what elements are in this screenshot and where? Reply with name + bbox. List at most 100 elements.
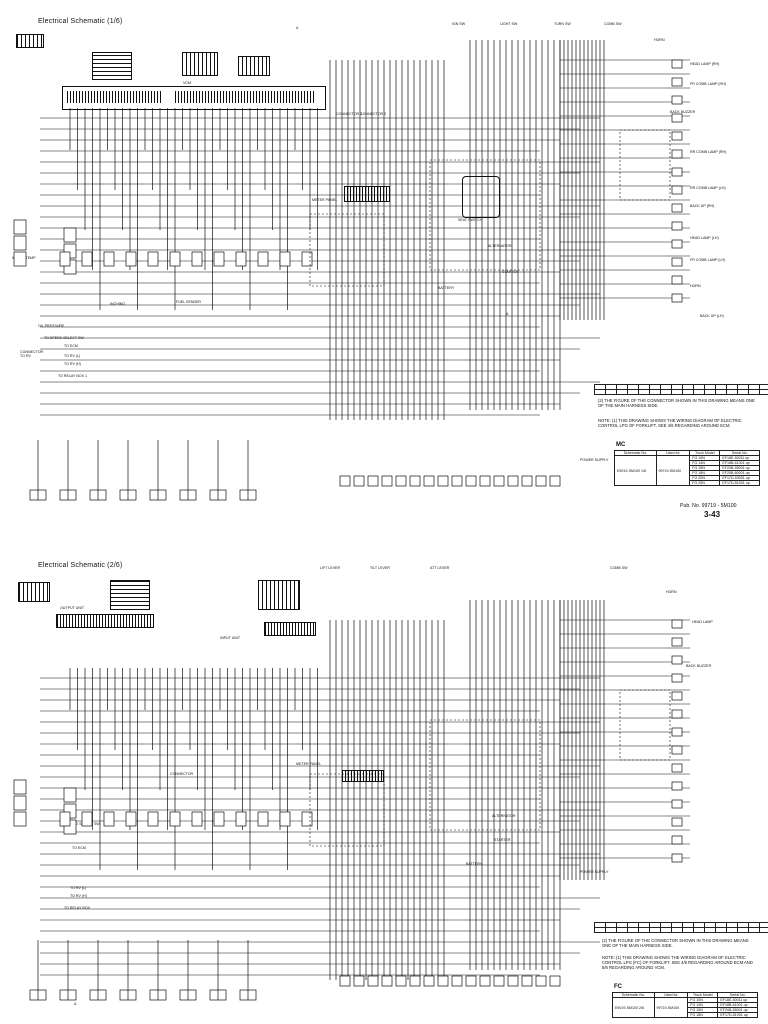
connector-symbol: [671, 691, 683, 701]
connector-1-label: CONNECTOR 1: [336, 112, 363, 116]
to-relay-box-label: TO RELAY BOX: [64, 906, 90, 910]
connector-symbol: [339, 475, 351, 487]
connector-symbol: [671, 203, 683, 213]
harness-boundary: [619, 689, 671, 761]
connector-symbol: [13, 219, 27, 235]
connector-symbol: [235, 251, 247, 267]
horn-label: HORN: [654, 38, 665, 42]
fr-comb-lh-label: FR COMB LAMP (LH): [690, 258, 726, 262]
lift-lever-label: LIFT LEVER: [320, 566, 341, 570]
connector-symbol: [301, 251, 313, 267]
harness-boundary: [429, 719, 541, 831]
cell-schematic-no: E9019-SM100 1/6: [614, 455, 657, 486]
wire-color-strip-2: [594, 922, 768, 933]
connector-symbol: [671, 221, 683, 231]
connector-symbol: [671, 619, 683, 629]
connector-symbol: [451, 975, 463, 987]
connector-symbol: [213, 811, 225, 827]
connector-symbol: [59, 811, 71, 827]
connector-symbol: [279, 811, 291, 827]
connector-symbol: [125, 251, 137, 267]
connector-symbol: [671, 293, 683, 303]
connector-symbol: [493, 975, 505, 987]
connector-symbol: [81, 811, 93, 827]
connector-symbol: [235, 811, 247, 827]
to-speed-select-label: TO SPEED SELECT SW: [60, 822, 100, 826]
connector-symbol: [671, 239, 683, 249]
connector-symbol: [381, 475, 393, 487]
connector-label: CONNECTOR: [170, 772, 194, 776]
connector-symbol: [671, 257, 683, 267]
connector-b-label: A: [506, 312, 509, 316]
connector-symbol: [125, 811, 137, 827]
connector-symbol: [381, 975, 393, 987]
comb-sw-label: COMB SW: [604, 22, 622, 26]
connector-symbol: [671, 745, 683, 755]
cell-used-for: 99719-SM100: [655, 455, 691, 486]
cell-serial: EF17D-51001 up: [717, 1012, 758, 1018]
sheet-1-spec-table: Schematic No. Used for Truck Model Seria…: [614, 450, 760, 486]
power-supply-label: POWER SUPPLY: [580, 458, 609, 462]
head-lamp-lh-label: HEAD LAMP (LH): [690, 236, 719, 240]
connector-symbol: [671, 781, 683, 791]
connector-symbol: [671, 835, 683, 845]
connector-symbol: [671, 799, 683, 809]
vcm-block: VCM: [62, 81, 326, 110]
cell-model: FG 25N: [689, 480, 721, 486]
connector-symbol: [301, 811, 313, 827]
harness-boundary: [619, 129, 671, 201]
cell-model: FG 18N: [687, 1012, 719, 1018]
connector-icon: [16, 34, 44, 48]
connector-symbol: [671, 77, 683, 87]
connector-symbol: [507, 975, 519, 987]
turn-sw-label: TURN SW: [554, 22, 571, 26]
input-unit-label: INPUT UNIT: [220, 636, 241, 640]
inching-label: INCHING: [110, 302, 126, 306]
connector-symbol: [169, 811, 181, 827]
connector-symbol: [279, 251, 291, 267]
connector-symbol: [671, 59, 683, 69]
harness-boundary: [429, 159, 541, 271]
tilt-lever-label: TILT LEVER: [370, 566, 390, 570]
connector-symbol: [423, 975, 435, 987]
connector-symbol: [671, 149, 683, 159]
sheet-2-title: Electrical Schematic (2/6): [38, 562, 123, 569]
connector-to-rv-label: CONNECTOR TO RV: [20, 350, 44, 359]
connector-symbol: [535, 975, 547, 987]
sheet-1-note-1: NOTE: (1) THIS DRAWING SHOWS THE WIRING …: [598, 418, 742, 429]
att-lever-label: ATT LEVER: [430, 566, 450, 570]
connector-a-label: A: [296, 26, 299, 30]
connector-symbol: [257, 811, 269, 827]
sheet-1-table-tag: MC: [616, 442, 626, 448]
connector-symbol: [507, 475, 519, 487]
connector-block-1: [110, 580, 150, 610]
connector-symbol: [671, 673, 683, 683]
battery-label: BATTERY: [438, 286, 455, 290]
to-rv-h-label: TO RV (H): [64, 362, 81, 366]
connector-symbol: [213, 251, 225, 267]
to-relay-box-label: TO RELAY BOX 1: [58, 374, 87, 378]
connector-symbol: [671, 763, 683, 773]
vcm-pin-row-left: [67, 91, 161, 103]
connector-symbol: [671, 727, 683, 737]
connector-symbol: [465, 475, 477, 487]
meter-panel-label: METER PANEL: [312, 198, 338, 202]
sheet-2-table-tag: FC: [614, 984, 622, 990]
connector-symbol: [367, 475, 379, 487]
connector-symbol: [671, 637, 683, 647]
connector-block-2: [258, 580, 300, 610]
connector-symbol: [451, 475, 463, 487]
connector-symbol: [671, 185, 683, 195]
connector-2-label: CONNECTOR 2: [360, 112, 387, 116]
wire-color-strip-1: [594, 384, 768, 395]
to-ecm-label: TO ECM: [64, 344, 78, 348]
connector-symbol: [671, 275, 683, 285]
back-buzzer-label: BACK BUZZER: [670, 110, 696, 114]
connector-symbol: [671, 853, 683, 863]
meter-panel-connector: [344, 186, 390, 202]
connector-symbol: [409, 975, 421, 987]
back-buzzer-label: BACK BUZZER: [686, 664, 712, 668]
sheet-1-note-2: (2) THE FIGURE OF THE CONNECTOR SHOWN IN…: [598, 398, 755, 409]
cell-serial: EF17D-51001 up: [719, 480, 760, 486]
